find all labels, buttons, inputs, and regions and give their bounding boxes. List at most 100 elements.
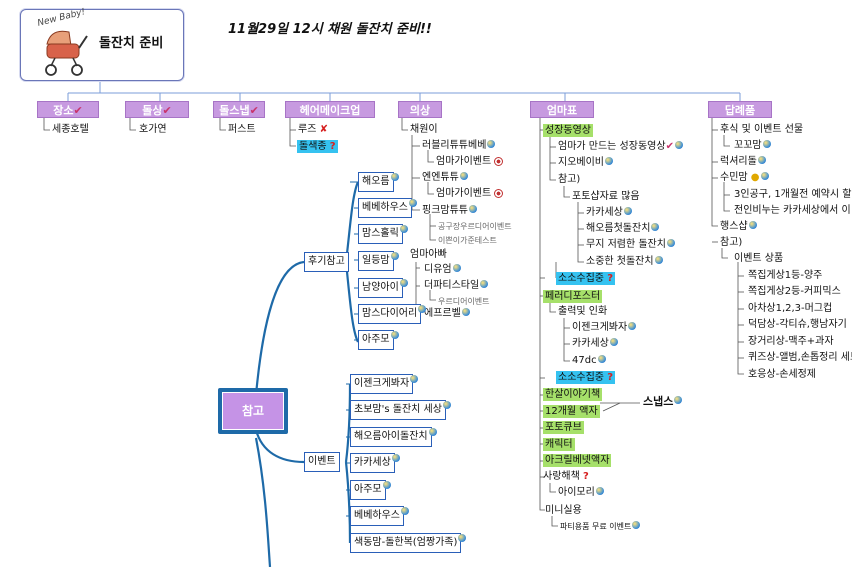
perf-item[interactable]: 소소수집중 ? bbox=[556, 272, 615, 285]
globe-icon bbox=[409, 199, 417, 207]
perf-item[interactable]: 사랑해책 ? bbox=[543, 471, 589, 483]
gift-item: 후식 및 이벤트 선물 bbox=[720, 124, 804, 135]
event-item[interactable]: 초보맘's 돌잔치 세상 bbox=[350, 400, 451, 420]
perf-item[interactable]: 카카세상 bbox=[586, 207, 632, 219]
clothing-child[interactable]: 채원이 bbox=[410, 124, 438, 135]
review-item-label: 맘스홀릭 bbox=[362, 228, 399, 239]
perf-item[interactable]: 한살이야기책 bbox=[543, 388, 603, 401]
review-group[interactable]: 후기참고 bbox=[304, 252, 349, 272]
perf-item[interactable]: 12개월 액자 bbox=[543, 405, 600, 418]
place-item[interactable]: 세종호텔 bbox=[52, 124, 89, 135]
review-item[interactable]: 해오름 bbox=[358, 172, 399, 192]
gift-item[interactable]: 럭셔리돌 bbox=[720, 156, 766, 168]
event-item[interactable]: 색동맘-돌한복(엄짱가족) bbox=[350, 533, 467, 553]
review-item[interactable]: 남양아이 bbox=[358, 278, 408, 298]
snap-item[interactable]: 퍼스트 bbox=[228, 124, 256, 135]
gift-item[interactable]: 꼬꼬맘 bbox=[734, 140, 771, 152]
perf-item[interactable]: 지오베이비 bbox=[558, 157, 613, 169]
globe-icon bbox=[382, 481, 391, 489]
clothing-item-label: 디유엄 bbox=[424, 264, 452, 275]
perf-item[interactable]: 이젠크게봐자 bbox=[572, 322, 637, 334]
perf-item[interactable]: 해오름첫돌잔치 bbox=[586, 223, 660, 235]
clothing-item[interactable]: 에프르벨 bbox=[424, 308, 470, 320]
perf-item[interactable]: 아크릴베넷액자 bbox=[543, 454, 612, 467]
clothing-item[interactable]: 러블리튜튜베베 bbox=[422, 140, 496, 152]
event-item[interactable]: 카카세상 bbox=[350, 453, 400, 473]
dress-item[interactable]: 호가연 bbox=[139, 124, 167, 135]
globe-icon bbox=[399, 279, 408, 287]
page-subtitle: 11월29일 12시 채원 돌잔치 준비!! bbox=[228, 22, 432, 37]
perf-item[interactable]: 캐릭터 bbox=[543, 438, 575, 451]
perf-item-label: 스냅스 bbox=[643, 395, 674, 408]
perf-item[interactable]: 성장동영상 bbox=[543, 124, 593, 137]
globe-icon bbox=[401, 507, 409, 515]
perf-item-label: 카카세상 bbox=[572, 338, 609, 349]
perf-item[interactable]: 포토큐브 bbox=[543, 421, 584, 434]
category-performance-label: 엄마표 bbox=[546, 104, 578, 117]
perf-item[interactable]: 페러디포스터 bbox=[543, 290, 603, 303]
review-item[interactable]: 아주모 bbox=[358, 330, 399, 350]
event-group[interactable]: 이벤트 bbox=[304, 452, 340, 472]
perf-item[interactable]: 소중한 첫돌잔치 bbox=[586, 256, 663, 268]
gift-item: 아차상1,2,3-머그컵 bbox=[748, 303, 833, 314]
perf-item[interactable]: 파티용품 무료 이벤트 bbox=[560, 521, 641, 533]
category-dress[interactable]: 돌상✔ bbox=[125, 101, 189, 118]
event-item[interactable]: 해오름아이돌잔치 bbox=[350, 427, 437, 447]
hairmakeup-item-1[interactable]: 루즈 ✘ bbox=[298, 124, 328, 136]
category-clothing[interactable]: 의상 bbox=[398, 101, 442, 118]
review-item[interactable]: 맘스홀릭 bbox=[358, 224, 408, 244]
question-icon: ? bbox=[329, 141, 336, 152]
clothing-item[interactable]: 엄마가이벤트 bbox=[436, 156, 504, 168]
reference-node[interactable]: 참고 bbox=[218, 388, 288, 434]
event-item[interactable]: 아주모 bbox=[350, 480, 391, 500]
category-snap[interactable]: 돌스냅✔ bbox=[213, 101, 265, 118]
hairmakeup-item-2[interactable]: 돌색종 ? bbox=[297, 140, 338, 153]
perf-item-label: 소소수집중 bbox=[558, 372, 604, 383]
event-item-label: 이젠크게봐자 bbox=[354, 378, 410, 389]
clothing-item[interactable]: 엔엔튜튜 bbox=[422, 172, 468, 184]
clothing-item[interactable]: 디유엄 bbox=[424, 264, 461, 276]
globe-icon bbox=[487, 140, 496, 148]
clothing-item[interactable]: 엄마아빠 bbox=[410, 249, 447, 260]
clothing-item[interactable]: 핑크맘튜튜 bbox=[422, 205, 477, 217]
globe-icon bbox=[748, 221, 757, 229]
perf-item[interactable]: 엄마가 만드는 성장동영상✔ bbox=[558, 141, 683, 153]
review-item-label: 일등맘 bbox=[362, 255, 390, 266]
category-dress-label: 돌상 bbox=[142, 104, 163, 117]
perf-item-label: 카카세상 bbox=[586, 207, 623, 218]
globe-icon bbox=[762, 140, 771, 148]
category-place[interactable]: 장소✔ bbox=[37, 101, 99, 118]
perf-item: 출력및 인화 bbox=[558, 306, 608, 317]
perf-item[interactable]: 무지 저렴한 돌잔치 bbox=[586, 239, 675, 251]
review-item-label: 남양아이 bbox=[362, 282, 399, 293]
clothing-item[interactable]: 엄마가이벤트 bbox=[436, 188, 504, 200]
review-item[interactable]: 맘스다이어리 bbox=[358, 304, 427, 324]
event-item[interactable]: 베베하우스 bbox=[350, 506, 409, 526]
clothing-item[interactable]: 더파티스타일 bbox=[424, 280, 489, 292]
gift-item: 장거리상-맥주+과자 bbox=[748, 336, 834, 347]
review-item[interactable]: 베베하우스 bbox=[358, 198, 417, 218]
globe-icon bbox=[674, 141, 683, 149]
page-title: 돌잔치 준비 bbox=[99, 36, 164, 51]
gift-item[interactable]: 수민맘 ● bbox=[720, 172, 769, 184]
root-node[interactable]: New Baby! 돌잔치 준비 bbox=[20, 7, 184, 81]
globe-icon bbox=[458, 534, 467, 542]
globe-icon bbox=[609, 338, 618, 346]
perf-item: 포토샵자료 많음 bbox=[572, 191, 640, 202]
globe-icon bbox=[428, 428, 437, 436]
perf-item[interactable]: 카카세상 bbox=[572, 338, 618, 350]
perf-item[interactable]: 스냅스 bbox=[643, 395, 683, 408]
gift-item[interactable]: 행스샵 bbox=[720, 221, 757, 233]
perf-item-label: 47dc bbox=[572, 355, 597, 366]
event-item[interactable]: 이젠크게봐자 bbox=[350, 374, 419, 394]
perf-item[interactable]: 아이모리 bbox=[558, 487, 604, 499]
category-gifts[interactable]: 답례품 bbox=[708, 101, 772, 118]
perf-item[interactable]: 47dc bbox=[572, 355, 606, 367]
globe-icon bbox=[459, 172, 468, 180]
perf-item-label: 이젠크게봐자 bbox=[572, 322, 628, 333]
category-performance[interactable]: 엄마표 bbox=[530, 101, 594, 118]
perf-item[interactable]: 소소수집중 ? bbox=[556, 371, 615, 384]
category-hairmakeup[interactable]: 헤어메이크업 bbox=[285, 101, 375, 118]
category-snap-label: 돌스냅 bbox=[219, 104, 250, 117]
review-item[interactable]: 일등맘 bbox=[358, 251, 399, 271]
